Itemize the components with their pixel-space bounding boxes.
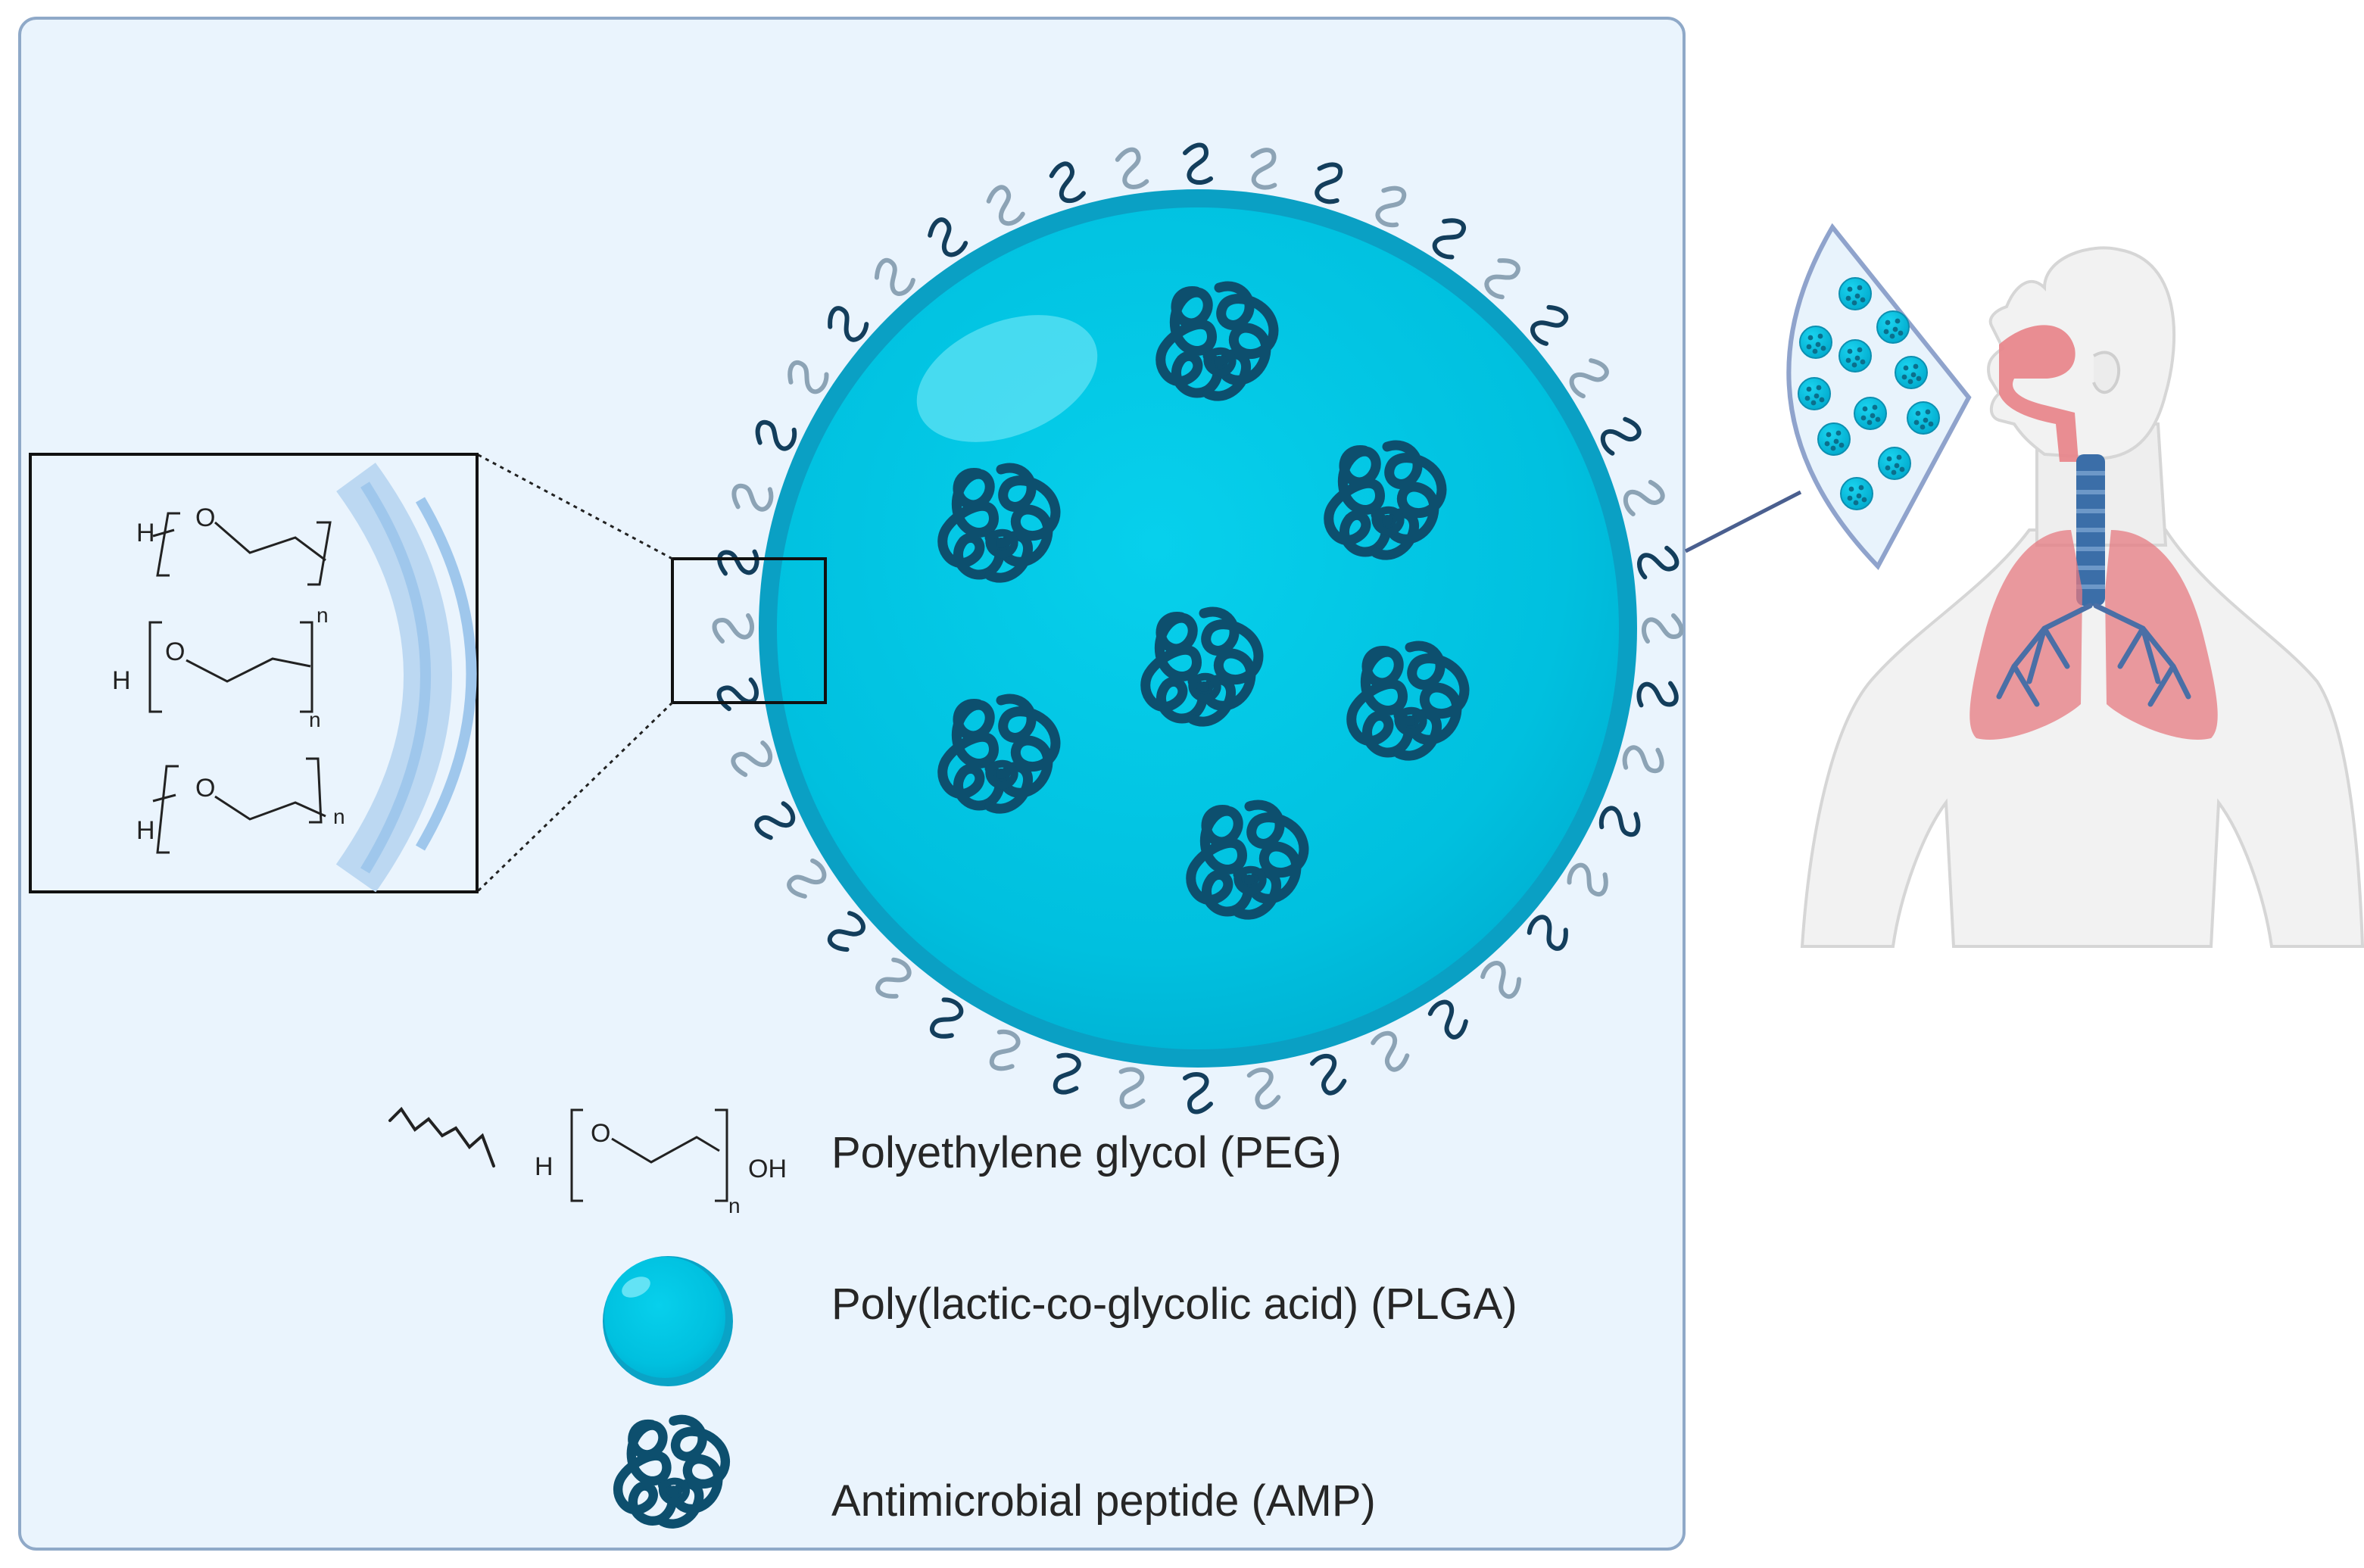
aerosol-particle [1854, 397, 1887, 430]
svg-text:n: n [309, 708, 321, 731]
svg-text:O: O [165, 637, 185, 666]
zoom-line-top [476, 453, 673, 560]
aerosol-particle [1876, 310, 1910, 344]
svg-text:H: H [112, 666, 131, 695]
peg-chemistry-inset: H O n H O n H O n [29, 453, 479, 893]
svg-text:OH: OH [748, 1155, 787, 1183]
aerosol-particle [1838, 339, 1872, 373]
legend-plga-label: Poly(lactic-co-glycolic acid) (PLGA) [831, 1280, 1517, 1329]
plga-nanoparticle [759, 189, 1637, 1068]
zoom-line-bottom [476, 701, 674, 893]
peg-chain-1: H O n [136, 503, 332, 627]
legend-peg-entry: H O OH n Polyethylene glycol (PEG) [388, 1106, 1342, 1217]
peg-chain-3: H O n [136, 757, 345, 854]
legend-peg-label: Polyethylene glycol (PEG) [831, 1128, 1342, 1177]
aerosol-particle [1798, 377, 1831, 410]
svg-text:H: H [136, 816, 155, 845]
legend-amp-label: Antimicrobial peptide (AMP) [831, 1476, 1376, 1526]
legend-amp-entry: Antimicrobial peptide (AMP) [618, 1420, 1376, 1526]
legend: H O OH n Polyethylene glycol (PEG) Poly(… [388, 1106, 1517, 1526]
peg-formula: H O OH n [535, 1108, 787, 1217]
svg-text:H: H [136, 519, 155, 547]
peg-chain-2: H O n [112, 621, 321, 731]
aerosol-particle [1838, 277, 1872, 310]
legend-plga-entry: Poly(lactic-co-glycolic acid) (PLGA) [603, 1256, 1517, 1386]
aerosol-fan [1786, 223, 1972, 571]
trachea [2076, 454, 2105, 606]
svg-text:O: O [591, 1119, 610, 1148]
aerosol-particle [1878, 447, 1911, 480]
plga-sphere-icon [603, 1256, 733, 1386]
svg-text:n: n [728, 1194, 741, 1217]
aerosol-particle [1817, 422, 1851, 456]
aerosol-particle [1799, 326, 1832, 359]
svg-text:O: O [195, 503, 215, 532]
aerosol-particle [1907, 401, 1940, 435]
svg-text:n: n [333, 805, 345, 828]
svg-text:H: H [535, 1152, 554, 1181]
delivery-connector-line [1684, 490, 1802, 553]
svg-text:O: O [195, 774, 215, 803]
zoom-selection-box [671, 557, 827, 704]
aerosol-particle [1895, 356, 1928, 389]
human-body-illustration [1800, 246, 2364, 948]
lungs [1969, 530, 2218, 740]
peg-wave-icon [388, 1106, 495, 1167]
aerosol-particle [1840, 477, 1873, 510]
svg-text:n: n [317, 603, 329, 627]
